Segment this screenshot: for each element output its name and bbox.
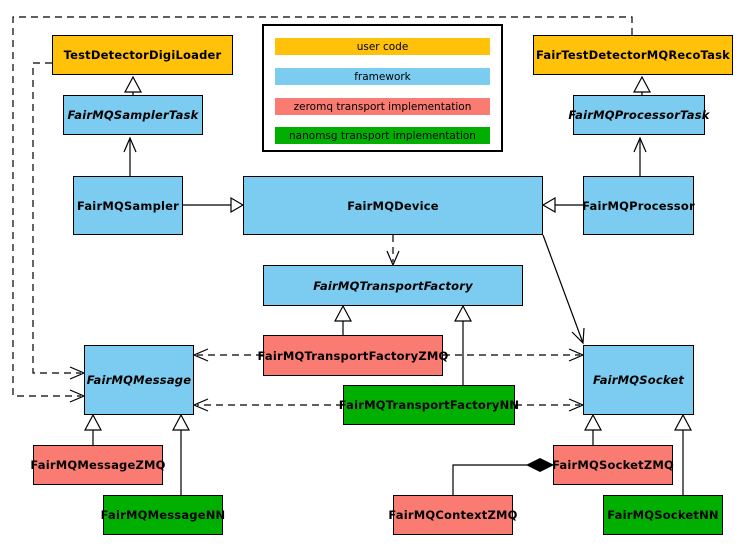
class-box-fairmqsocketzmq: FairMQSocketZMQ <box>552 445 674 485</box>
edge-factorynn-to-socket <box>515 398 585 412</box>
edge-sampler-to-device <box>183 196 245 214</box>
class-box-fairmqsampler: FairMQSampler <box>73 176 183 235</box>
edge-processor-to-device <box>541 196 583 214</box>
edge-factorynn-to-message <box>192 398 343 412</box>
class-box-fairmqprocessor: FairMQProcessor <box>582 176 695 235</box>
class-box-fairmqsamplertask: FairMQSamplerTask <box>63 95 203 135</box>
class-box-testdetectordigiloader: TestDetectorDigiLoader <box>52 35 233 75</box>
edge-device-to-socket <box>542 234 585 345</box>
edge-factoryzmq-to-message <box>192 348 263 362</box>
edge-factorynn-to-factory <box>454 304 472 385</box>
edge-factoryzmq-to-socket <box>443 348 585 362</box>
edge-sampler-to-samplertask <box>123 136 137 176</box>
class-box-fairmqtransportfactory: FairMQTransportFactory <box>263 265 523 306</box>
legend-box: user code framework zeromq transport imp… <box>262 24 503 152</box>
class-box-fairmqmessage: FairMQMessage <box>84 345 194 415</box>
edge-messagezmq-to-message <box>84 413 102 445</box>
class-box-fairmqprocessortask: FairMQProcessorTask <box>568 95 709 135</box>
edge-samplertask-to-digiloader <box>124 75 142 95</box>
edge-processortask-to-recotask <box>633 75 651 95</box>
class-box-fairmqtransportfactoryzmq: FairMQTransportFactoryZMQ <box>258 335 448 376</box>
class-box-fairmqsocket: FairMQSocket <box>583 345 694 415</box>
class-box-fairmqtransportfactorynn: FairMQTransportFactoryNN <box>339 385 519 425</box>
class-box-fairtestdetectormqrecotask: FairTestDetectorMQRecoTask <box>533 35 733 75</box>
edge-contextzmq-to-socketzmq <box>452 457 555 495</box>
edge-socketnn-to-socket <box>674 413 692 495</box>
edge-messagenn-to-message <box>172 413 190 495</box>
legend-item-framework: framework <box>275 68 490 85</box>
class-box-fairmqcontextzmq: FairMQContextZMQ <box>388 495 517 535</box>
legend-item-user-code: user code <box>275 38 490 55</box>
edge-device-to-transportfactory <box>386 235 400 267</box>
class-box-fairmqsocketnn: FairMQSocketNN <box>603 495 723 535</box>
edge-socketzmq-to-socket <box>584 413 602 445</box>
legend-item-zeromq: zeromq transport implementation <box>275 98 490 115</box>
edge-processor-to-processortask <box>633 136 647 176</box>
class-box-fairmqmessagenn: FairMQMessageNN <box>101 495 225 535</box>
edge-factoryzmq-to-factory <box>334 304 352 335</box>
class-box-fairmqdevice: FairMQDevice <box>243 176 543 235</box>
class-box-fairmqmessagezmq: FairMQMessageZMQ <box>30 445 165 485</box>
legend-item-nanomsg: nanomsg transport implementation <box>275 127 490 144</box>
